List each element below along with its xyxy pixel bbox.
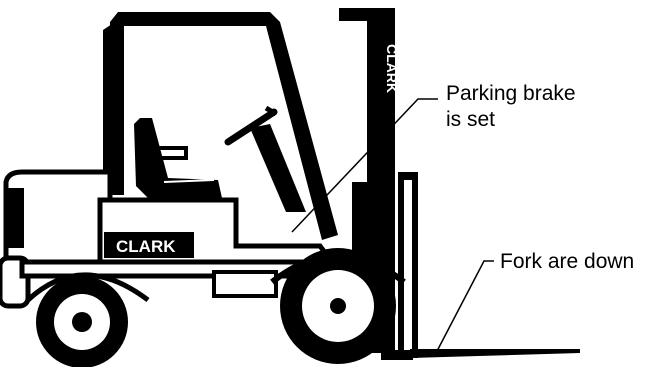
fork-blade: [410, 349, 580, 358]
parking-brake-label-line2: is set: [446, 108, 495, 131]
forks-label: Fork are down: [500, 250, 634, 273]
forks-leader-line: [436, 261, 494, 353]
mast-logo: CLARK: [384, 44, 400, 93]
seat: [134, 118, 222, 200]
body-logo: CLARK: [116, 237, 176, 256]
parking-brake-callout: Parking brake is set: [292, 82, 576, 232]
rear-wheel: [28, 275, 148, 367]
forks-callout: Fork are down: [436, 250, 634, 353]
parking-brake-label-line1: Parking brake: [446, 82, 576, 105]
